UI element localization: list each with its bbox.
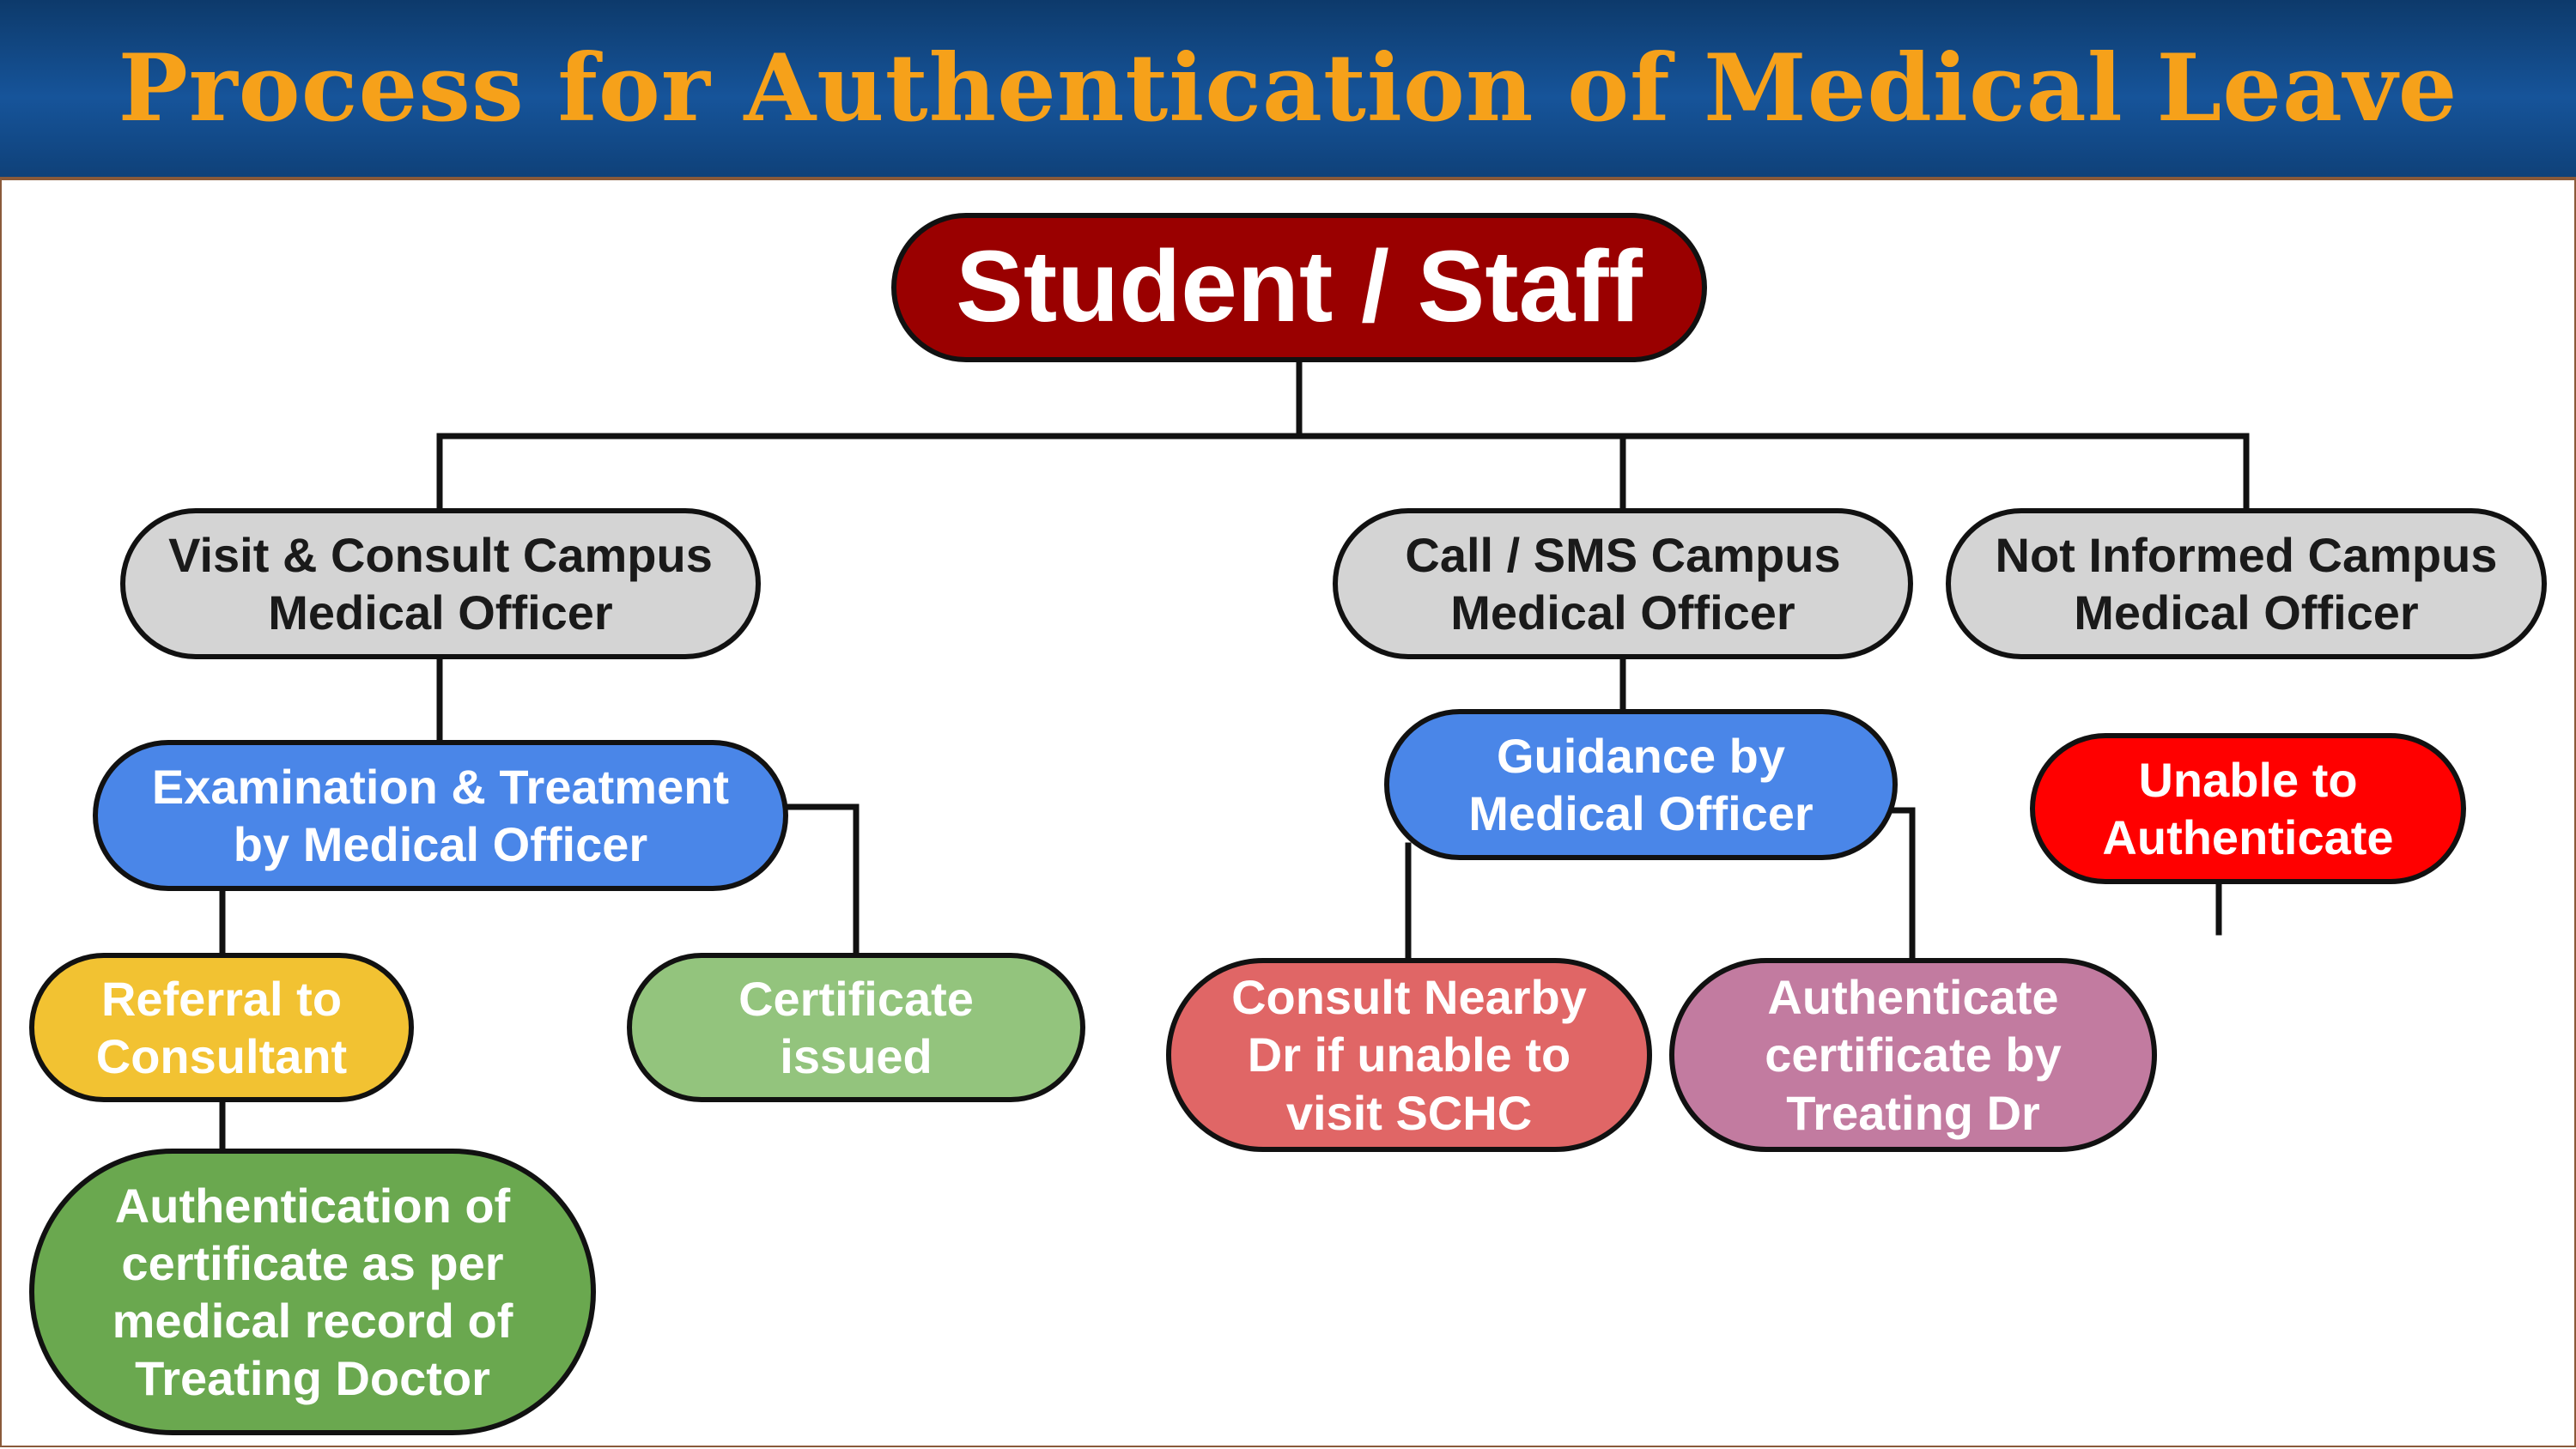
node-consult-nearby: Consult Nearby Dr if unable to visit SCH… bbox=[1166, 958, 1652, 1152]
node-visit-consult: Visit & Consult Campus Medical Officer bbox=[120, 508, 761, 659]
node-certificate-issued: Certificate issued bbox=[627, 953, 1085, 1102]
node-unable-to-authenticate: Unable to Authenticate bbox=[2030, 733, 2466, 884]
connector-exam-to-certificate bbox=[781, 803, 860, 956]
node-authentication-medical-record: Authentication of certificate as per med… bbox=[29, 1149, 596, 1435]
node-authenticate-treating: Authenticate certificate by Treating Dr bbox=[1669, 958, 2157, 1152]
node-guidance: Guidance by Medical Officer bbox=[1384, 709, 1898, 860]
node-examination-treatment: Examination & Treatment by Medical Offic… bbox=[93, 740, 788, 891]
page-title: Process for Authentication of Medical Le… bbox=[118, 34, 2458, 142]
node-call-sms: Call / SMS Campus Medical Officer bbox=[1333, 508, 1913, 659]
header-banner: Process for Authentication of Medical Le… bbox=[0, 0, 2576, 180]
node-student-staff: Student / Staff bbox=[891, 213, 1707, 362]
content-frame bbox=[0, 177, 2576, 1447]
connector-guidance-to-authenticate bbox=[1891, 807, 1916, 963]
node-referral-to-consultant: Referral to Consultant bbox=[29, 953, 414, 1102]
node-not-informed: Not Informed Campus Medical Officer bbox=[1946, 508, 2547, 659]
